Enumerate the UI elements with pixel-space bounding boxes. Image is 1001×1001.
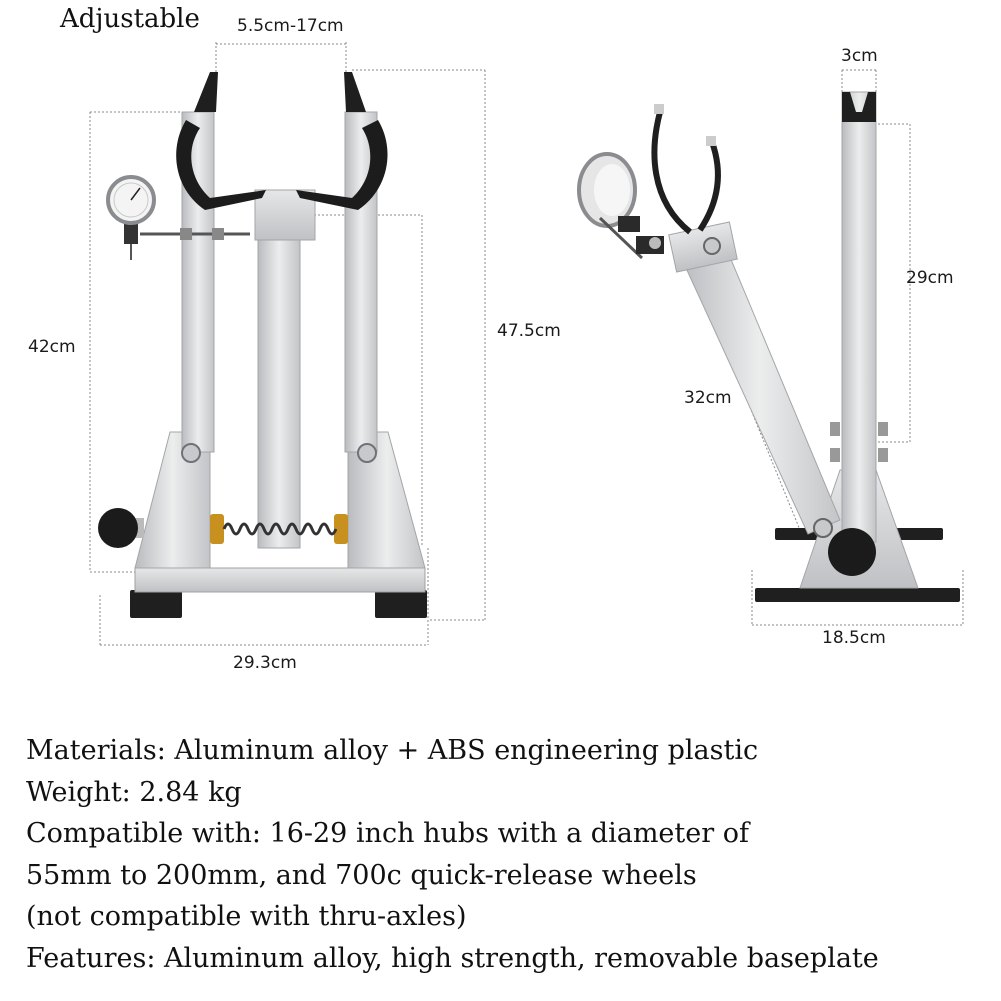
side-arm-wire-left	[651, 111, 692, 235]
front-slot-right	[344, 72, 366, 112]
title-adjustable: Adjustable	[60, 4, 200, 34]
front-arm-right	[296, 120, 388, 210]
side-base-foot	[755, 588, 960, 602]
dim-base-depth: 18.5cm	[822, 628, 886, 648]
side-slot	[842, 92, 876, 122]
dim-height-left: 42cm	[28, 337, 76, 357]
spec-materials: Materials: Aluminum alloy + ABS engineer…	[26, 735, 759, 766]
dim-adjust-range: 5.5cm-17cm	[237, 16, 344, 36]
dim-arm-length: 32cm	[684, 388, 732, 408]
front-gauge-clamp	[124, 222, 138, 244]
front-slot-left	[194, 72, 218, 112]
front-brass-nut-left	[210, 514, 224, 544]
side-upright	[841, 91, 877, 543]
spec-compatible: Compatible with: 16-29 inch hubs with a …	[26, 818, 749, 849]
front-center-column	[257, 217, 301, 549]
side-arm-wire-right	[697, 140, 721, 232]
front-spring	[222, 522, 338, 536]
dim-upright-height: 29cm	[906, 268, 954, 288]
front-bolt-left	[181, 443, 201, 463]
spec-features: Features: Aluminum alloy, high strength,…	[26, 942, 879, 974]
side-knob	[828, 528, 876, 576]
spec-weight: Weight: 2.84 kg	[26, 776, 242, 808]
side-view	[577, 91, 960, 602]
dimension-lines-front	[89, 42, 486, 646]
front-knob	[98, 508, 138, 548]
dim-height-total: 47.5cm	[497, 321, 561, 341]
front-view	[98, 72, 427, 618]
spec-not-compatible: (not compatible with thru-axles)	[26, 901, 467, 932]
front-base-plate	[134, 567, 426, 593]
front-foot-right	[375, 590, 427, 618]
spec-compatible-cont: 55mm to 200mm, and 700c quick-release wh…	[26, 859, 697, 891]
front-foot-left	[130, 590, 182, 618]
front-bolt-right	[357, 443, 377, 463]
dim-slot-width: 3cm	[841, 46, 878, 66]
dim-base-width: 29.3cm	[233, 653, 297, 673]
side-angled-arm	[679, 237, 841, 535]
truing-stand-drawing	[89, 42, 964, 646]
front-brass-nut-right	[334, 514, 348, 544]
spec-list: Materials: Aluminum alloy + ABS engineer…	[26, 730, 986, 979]
front-arm-left	[176, 120, 266, 210]
